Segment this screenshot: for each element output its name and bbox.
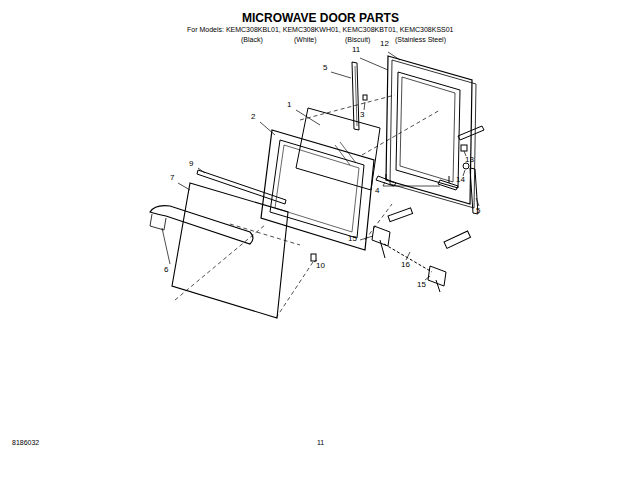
diagram-title: MICROWAVE DOOR PARTS (242, 12, 399, 24)
callout-number: 2 (251, 113, 255, 121)
drawing-number: 8186032 (12, 439, 39, 446)
callout-number: 7 (170, 174, 174, 182)
callout-number: 5 (476, 207, 480, 215)
callout-number: 5 (323, 64, 327, 72)
callout-number: 6 (164, 266, 168, 274)
callout-number: 4 (375, 187, 379, 195)
callout-number: 3 (360, 111, 364, 119)
callout-number: 15 (348, 235, 357, 243)
color-name: (Biscuit) (345, 36, 370, 43)
model-list: For Models: KEMC308KBL01, KEMC308KWH01, … (187, 26, 454, 33)
callout-number: 14 (456, 176, 465, 184)
callout-number: 16 (401, 261, 410, 269)
callout-number: 11 (352, 46, 360, 54)
callout-number: 13 (465, 156, 474, 164)
callout-number: 10 (316, 262, 325, 270)
color-name: (Stainless Steel) (395, 36, 446, 43)
page-number: 11 (317, 439, 324, 446)
callout-number: 12 (380, 40, 389, 48)
callout-number: 15 (417, 281, 426, 289)
color-name: (White) (294, 36, 317, 43)
callout-number: 9 (189, 160, 193, 168)
color-name: (Black) (241, 36, 263, 43)
callout-number: 1 (287, 101, 291, 109)
